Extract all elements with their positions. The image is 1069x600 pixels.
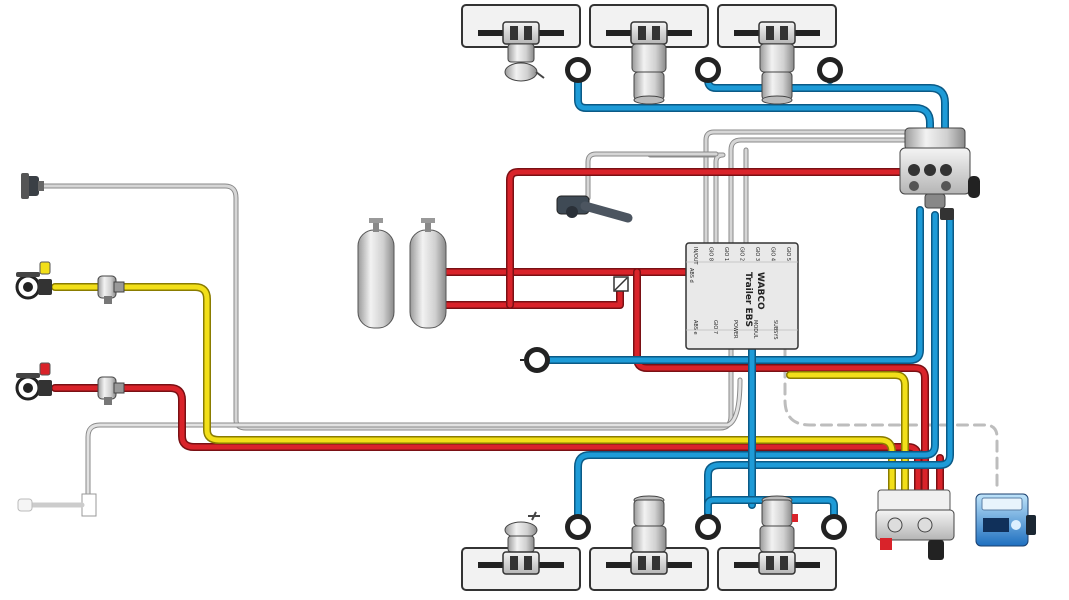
wheel-speed-sensor-icon (565, 57, 591, 83)
electrical-connector-icon (21, 173, 44, 199)
ecu-port-label: MODUL (752, 320, 758, 339)
wheel-speed-sensor-icon (821, 514, 847, 540)
trailer-ebs-ecu: IN/OUT GIO 8 GIO 1 GIO 2 GIO 3 GIO 4 GIO 5 ABS… (685, 242, 799, 350)
top-axle (461, 4, 843, 105)
line-filter-icon (97, 376, 125, 405)
ecu-port-label: GIO 1 (723, 247, 729, 261)
modulator-valve-icon (875, 489, 955, 560)
ecu-port-label: SUBSYS (772, 320, 778, 340)
pressure-valve-icon (613, 276, 629, 292)
brake-chamber-icon (502, 21, 545, 82)
wheel-speed-sensor-icon (695, 57, 721, 83)
spring-brake-chamber-icon (630, 21, 668, 105)
ecu-product: Trailer EBS (743, 272, 753, 327)
wheel-speed-sensor-icon (695, 514, 721, 540)
ecu-port-label: GIO 8 (708, 247, 714, 261)
ecu-port-label: ABS e (692, 320, 698, 335)
relay-valve-icon (899, 127, 980, 220)
electrical-connector-icon (17, 493, 97, 517)
wheel-speed-sensor-icon (817, 57, 843, 83)
spring-brake-chamber-icon (758, 21, 796, 105)
wheel-speed-sensor-icon (565, 514, 591, 540)
ecu-port-label: ABS d (688, 268, 694, 283)
control-lines (51, 283, 909, 496)
display-unit-icon (975, 493, 1036, 547)
ecu-port-label: GIO 2 (739, 247, 745, 261)
ecu-port-label: GIO 7 (712, 320, 718, 334)
air-reservoir-icon (409, 218, 447, 329)
ecu-bottom-ports: ABS e GIO 7 POWER MODUL SUBSYS ABS d (688, 268, 778, 340)
height-sensor-icon (556, 195, 633, 223)
brake-chamber-icon (502, 511, 540, 575)
delivery-lines (536, 68, 954, 524)
spring-brake-chamber-icon (758, 495, 798, 575)
coupling-head-icon (15, 261, 52, 300)
ecu-port-label: GIO 3 (754, 247, 760, 261)
ecu-port-label: GIO 5 (785, 247, 791, 261)
ecu-port-label: POWER (732, 320, 738, 339)
coupling-head-icon (15, 362, 52, 401)
ecu-port-label: IN/OUT (692, 247, 698, 265)
pipes (37, 68, 999, 524)
ecu-port-label: GIO 4 (770, 247, 776, 261)
air-reservoir-icon (357, 218, 395, 329)
spring-brake-chamber-icon (630, 495, 668, 575)
line-filter-icon (97, 275, 125, 304)
bottom-axle (461, 495, 847, 591)
ecu-brand: WABCO (755, 272, 765, 310)
ecu-top-ports: IN/OUT GIO 8 GIO 1 GIO 2 GIO 3 GIO 4 GIO 5 (692, 247, 791, 265)
wheel-speed-sensor-icon (520, 347, 550, 373)
electric-lines (37, 129, 999, 498)
